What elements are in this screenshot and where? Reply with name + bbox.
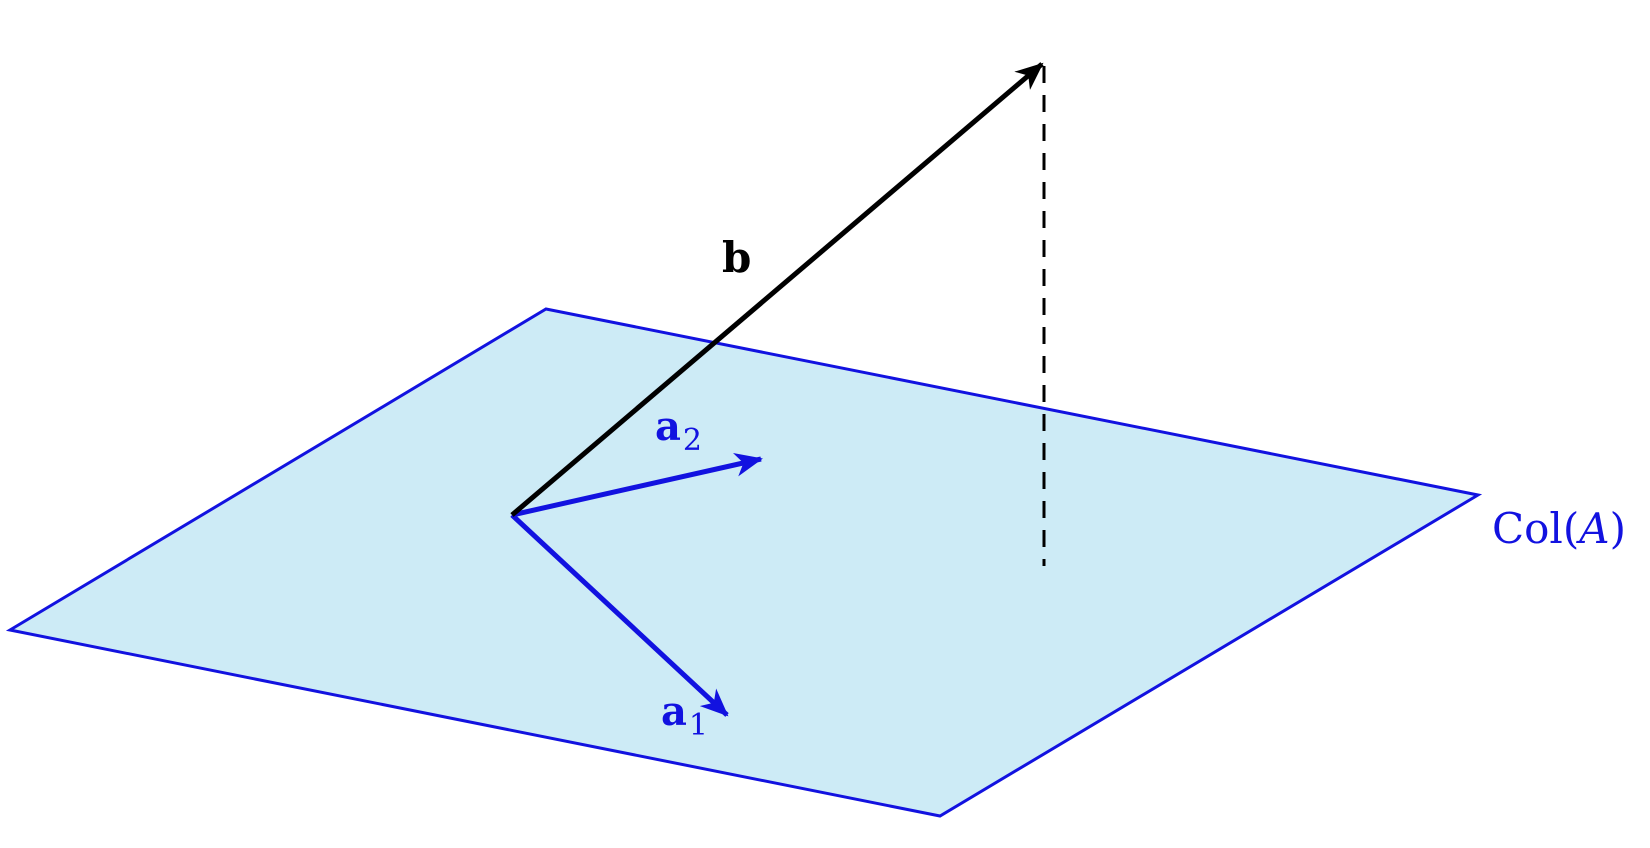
vector-a1-label: a1 — [661, 688, 708, 743]
vector-b-arrow — [510, 62, 1044, 517]
column-space-label-prefix: Col( — [1492, 504, 1579, 553]
column-space-label-variable: A — [1575, 504, 1609, 553]
column-space-label-suffix: ) — [1610, 504, 1626, 553]
vector-a1-label-base: a — [661, 688, 687, 735]
vector-b-label: b — [722, 233, 751, 282]
vector-a2-arrow — [511, 452, 763, 518]
vector-a2-label: a2 — [655, 403, 702, 458]
vector-a1-arrow — [510, 513, 729, 717]
vector-a1-label-subscript: 1 — [689, 708, 708, 743]
vector-a2-label-base: a — [655, 403, 681, 450]
vector-a2-label-subscript: 2 — [683, 423, 702, 458]
column-space-label: Col(A) — [1492, 504, 1626, 553]
column-space-plane — [5, 307, 1483, 818]
